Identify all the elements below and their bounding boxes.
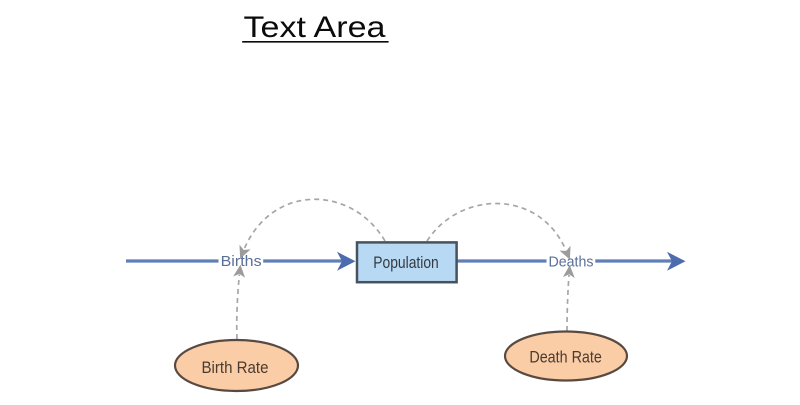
svg-text:Births: Births bbox=[221, 254, 262, 270]
svg-text:Population: Population bbox=[373, 253, 439, 272]
svg-text:Birth Rate: Birth Rate bbox=[202, 358, 269, 377]
svg-text:Text Area: Text Area bbox=[244, 11, 386, 44]
svg-text:Death Rate: Death Rate bbox=[529, 348, 602, 367]
svg-text:Deaths: Deaths bbox=[549, 255, 594, 271]
